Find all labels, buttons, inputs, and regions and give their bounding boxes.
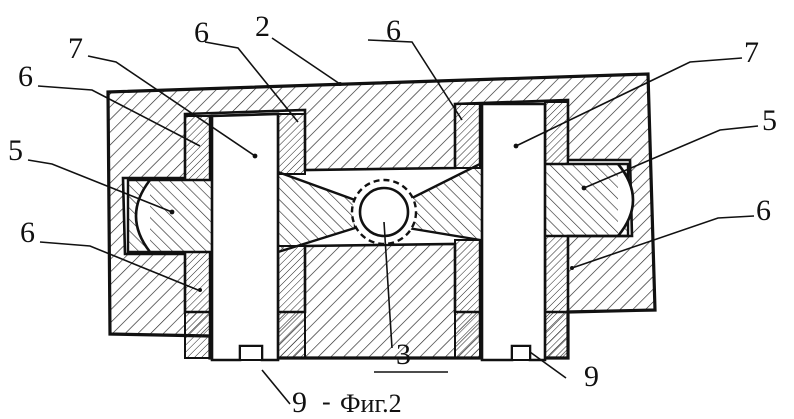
leader-6-right <box>571 215 755 269</box>
leader-7-left <box>87 55 256 157</box>
bushing-left-inner-lower <box>277 245 306 359</box>
leader-6-lower-left <box>39 241 199 291</box>
label-7-left: 7 <box>68 32 83 65</box>
label-3: 3 <box>396 338 411 371</box>
bushing-left-outer-upper <box>184 115 211 181</box>
label-6-left: 6 <box>18 60 33 93</box>
label-9-right: 9 <box>584 360 599 393</box>
label-9-left: 9 <box>292 386 307 419</box>
figure-caption: Фиг.2 <box>340 389 402 418</box>
right-shaft <box>480 102 547 362</box>
leader-6-top-left <box>204 41 299 123</box>
label-5-left: 5 <box>8 134 23 167</box>
leader-5-left <box>27 159 173 213</box>
leader-7-right <box>515 57 743 147</box>
leader-6-left <box>37 85 201 147</box>
leader-6-top-right <box>367 39 463 121</box>
left-shaft <box>210 112 280 362</box>
leader-9-right <box>529 351 567 379</box>
label-7-right: 7 <box>744 36 759 69</box>
right-slot <box>511 345 531 361</box>
leader-5-right <box>583 125 759 189</box>
bushing-right-inner-upper <box>544 101 569 165</box>
bushing-left-inner-upper <box>277 113 306 175</box>
leader-3 <box>383 221 393 349</box>
bushing-right-inner-lower <box>544 235 569 359</box>
bushing-right-outer-lower <box>454 239 481 359</box>
leader-2 <box>271 37 341 85</box>
leader-9-left <box>261 369 291 405</box>
label-6-top-right: 6 <box>386 14 401 47</box>
label-5-right: 5 <box>762 104 777 137</box>
caption-prefix: - <box>322 387 331 416</box>
label-2: 2 <box>255 10 270 43</box>
ball-element <box>358 186 410 238</box>
label-6-right: 6 <box>756 194 771 227</box>
dot-lower-left <box>198 288 202 292</box>
left-end-cap <box>134 179 152 253</box>
bushing-right-outer-upper <box>454 103 481 169</box>
bushing-left-outer-lower <box>184 251 211 359</box>
left-slot <box>239 345 263 361</box>
label-6-top-left: 6 <box>194 16 209 49</box>
label-6-lower-left: 6 <box>20 216 35 249</box>
